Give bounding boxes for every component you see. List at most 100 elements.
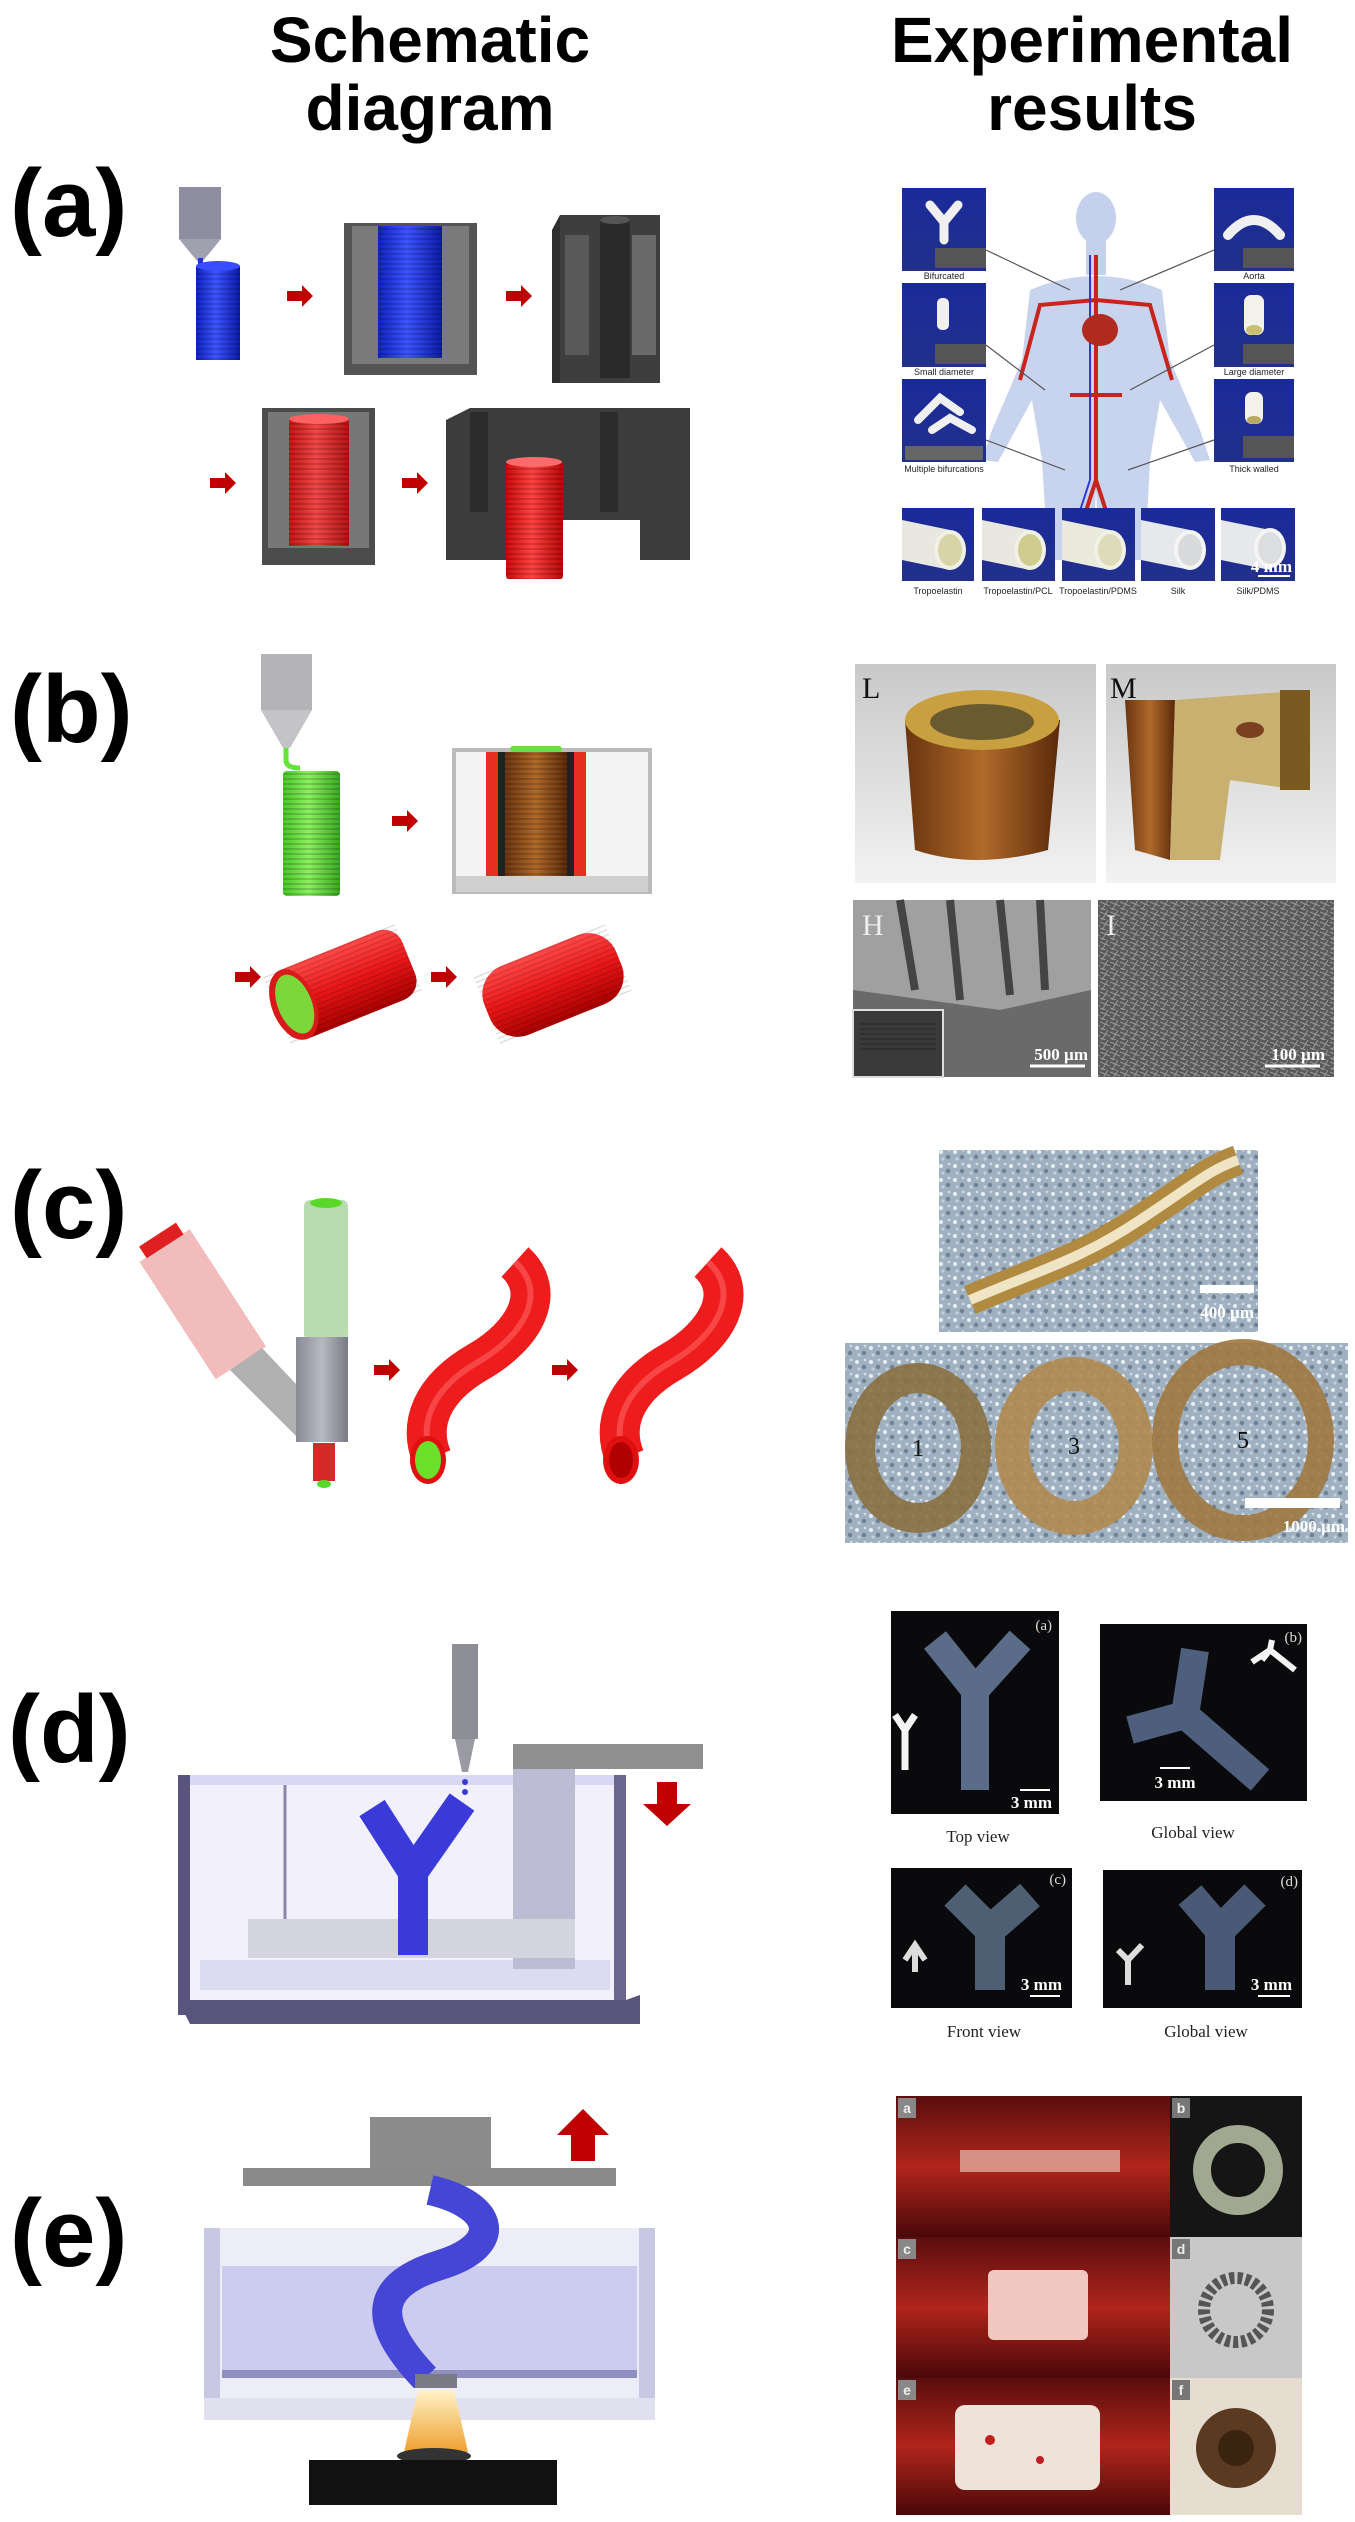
schematic-b — [235, 654, 652, 1046]
graft-thumbnail-aorta — [1214, 188, 1294, 271]
experimental-c: 400 µm 1 3 5 1000 µm — [845, 1145, 1348, 1543]
photo-cross-section-d: d — [1170, 2237, 1302, 2378]
human-body-illustration — [982, 192, 1210, 561]
graft-thumbnail-thick-walled — [1214, 379, 1294, 462]
tube-sample — [902, 508, 974, 581]
schematic-d — [178, 1644, 703, 2024]
schematic-e — [204, 2109, 655, 2505]
subpanel-letter: c — [903, 2241, 911, 2257]
scale-bar-label: 100 µm — [1271, 1045, 1325, 1064]
photo-H-sem: 500 µm H — [852, 899, 1091, 1078]
photo-implant-c: c — [896, 2237, 1170, 2378]
build-plate — [243, 2117, 616, 2186]
print-needle — [452, 1644, 478, 1795]
graft-thumbnail-small-diameter — [902, 283, 986, 367]
panel-label-b: (b) — [10, 656, 133, 763]
ring-3: 3 — [995, 1357, 1153, 1535]
mold-box-red — [262, 408, 375, 565]
experimental-a-vascular-grafts: Bifurcated Aorta Small diameter Large di… — [902, 188, 1295, 596]
tube-sample — [982, 508, 1055, 581]
green-coil — [283, 771, 340, 896]
schematic-a — [179, 187, 690, 579]
ring-number: 1 — [912, 1436, 924, 1462]
photo-I-sem: 100 µm I — [1098, 900, 1334, 1077]
subpanel-letter: L — [862, 672, 880, 705]
label-thick-walled: Thick walled — [1229, 464, 1279, 474]
photo-cross-section-b: b — [1170, 2096, 1302, 2237]
photo-global-view-2: (d) 3 mm — [1103, 1870, 1302, 2008]
s-shaped-tube-with-core — [406, 1247, 551, 1484]
scale-bar-label: 3 mm — [1011, 1793, 1052, 1812]
connector-lines — [985, 249, 1215, 471]
subpanel-letter: (d) — [1281, 1874, 1299, 1890]
photo-global-view: (b) 3 mm — [1100, 1624, 1307, 1801]
experimental-e: a b c d e — [896, 2096, 1302, 2515]
ring-number: 5 — [1237, 1428, 1249, 1454]
arrow-icon — [235, 966, 261, 988]
photo-tube-cross-sections: 1 3 5 1000 µm — [845, 1339, 1348, 1543]
s-shaped-hollow-tube — [599, 1247, 744, 1484]
scale-bar-label: 1000 µm — [1283, 1517, 1345, 1536]
panel-label-d: (d) — [8, 1676, 131, 1783]
arrow-icon — [210, 472, 236, 494]
tube-label: Silk/PDMS — [1236, 586, 1279, 596]
photo-front-view: (c) 3 mm — [891, 1868, 1072, 2008]
subpanel-letter: a — [903, 2100, 911, 2116]
view-label: Top view — [946, 1827, 1010, 1846]
graft-thumbnail-bifurcated — [902, 188, 986, 271]
experimental-header: Experimental — [891, 4, 1293, 76]
subpanel-letter: b — [1177, 2100, 1186, 2116]
label-multiple-bifurcations: Multiple bifurcations — [904, 464, 984, 474]
opened-mold-red-tube — [446, 408, 690, 579]
subpanel-letter: d — [1177, 2241, 1186, 2257]
arrow-icon — [374, 1359, 400, 1381]
scale-bar-label: 4 mm — [1251, 557, 1292, 576]
subpanel-letter: (b) — [1285, 1630, 1303, 1646]
coaxial-nozzle — [139, 1198, 348, 1488]
subpanel-letter: M — [1110, 672, 1137, 705]
subpanel-letter: I — [1106, 909, 1116, 942]
experimental-d: (a) 3 mm Top view (b) 3 mm Global view (… — [891, 1611, 1307, 2041]
ring-1: 1 — [845, 1363, 991, 1533]
red-tube-final — [473, 924, 633, 1046]
experimental-header-line2: results — [987, 72, 1197, 144]
tube-sample — [1221, 508, 1295, 581]
blue-coil-cylinder — [196, 261, 240, 360]
photo-top-view: (a) 3 mm — [891, 1611, 1059, 1814]
subpanel-letter: (a) — [1035, 1618, 1052, 1634]
photo-implant-a: a — [896, 2096, 1170, 2237]
coated-coil-in-bath — [452, 746, 652, 894]
mold-box-blue — [344, 223, 477, 375]
arrow-icon — [392, 810, 418, 832]
arrow-icon — [506, 285, 532, 307]
scale-bar — [1200, 1285, 1254, 1293]
panel-label-a: (a) — [10, 150, 127, 257]
label-bifurcated: Bifurcated — [924, 271, 965, 281]
tube-sample — [1062, 508, 1135, 581]
label-small-diameter: Small diameter — [914, 367, 974, 377]
print-nozzle-icon — [179, 187, 221, 268]
scale-bar-label: 500 µm — [1034, 1045, 1088, 1064]
arrow-icon — [552, 1359, 578, 1381]
schematic-header: Schematic — [270, 4, 590, 76]
scale-bar-label: 400 µm — [1200, 1303, 1254, 1322]
up-arrow-icon — [557, 2109, 609, 2161]
experimental-b: L M 500 µm H 100 µm I — [852, 664, 1336, 1078]
graft-thumbnail-multiple-bifurcations — [902, 379, 986, 462]
subpanel-letter: (c) — [1049, 1872, 1066, 1888]
arrow-icon — [431, 966, 457, 988]
print-nozzle-icon — [261, 654, 312, 748]
y-shaped-vessel — [359, 1793, 475, 1955]
photo-L-micro-ct: L — [855, 664, 1096, 883]
ring-number: 3 — [1068, 1434, 1080, 1460]
tube-label: Tropoelastin — [913, 586, 962, 596]
arrow-icon — [287, 285, 313, 307]
photo-implant-e: e — [896, 2378, 1170, 2515]
subpanel-letter: f — [1179, 2382, 1184, 2398]
tube-samples-row: 4 mm — [902, 508, 1295, 581]
ring-5: 5 — [1152, 1339, 1334, 1541]
panel-label-c: (c) — [10, 1152, 127, 1259]
tube-sample — [1141, 508, 1215, 581]
scale-bar-label: 3 mm — [1251, 1975, 1292, 1994]
tube-label: Tropoelastin/PDMS — [1059, 586, 1137, 596]
